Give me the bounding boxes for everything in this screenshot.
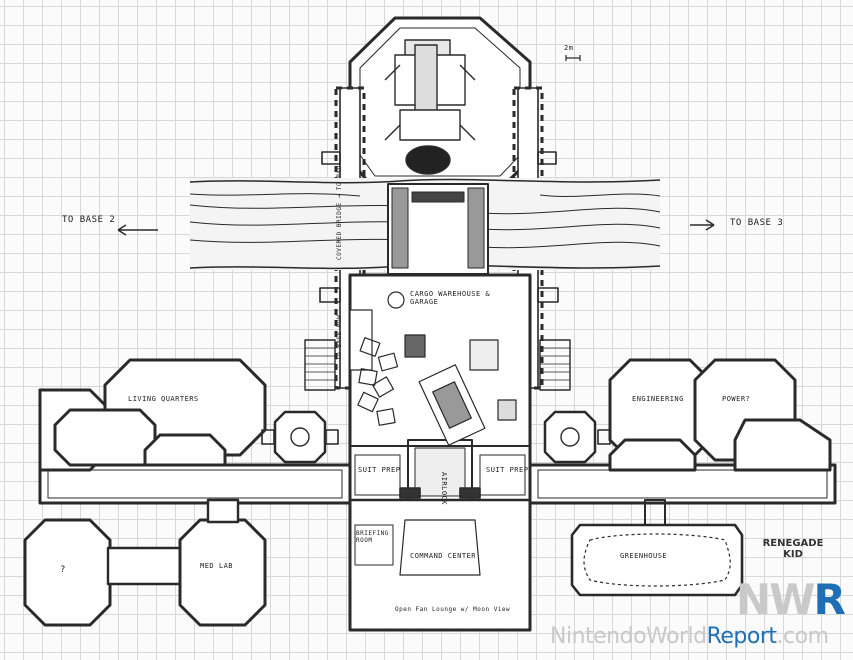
nwr-letter-w: W [769, 575, 815, 624]
site-word-1: Nintendo [550, 624, 647, 649]
label-scale: 2m [564, 44, 574, 52]
nwr-logo: NWR [736, 575, 846, 624]
studio-name-line1: RENEGADE [762, 538, 824, 549]
label-living-quarters: LIVING QUARTERS [128, 395, 199, 403]
scale-bar [565, 55, 581, 61]
lander-vehicle-icon [384, 39, 476, 175]
label-bridge-left: COVERED BRIDGE → TO PAD [336, 165, 343, 260]
label-cargo: CARGO WAREHOUSE & GARAGE [410, 290, 491, 306]
med-lab-wing [23, 498, 267, 627]
corridor-west [38, 463, 352, 505]
nwr-letter-n: N [736, 575, 771, 624]
access-tunnel [387, 183, 489, 275]
label-suit-prep-right: SUIT PREP [486, 466, 529, 474]
label-greenhouse: GREENHOUSE [620, 552, 668, 560]
site-word-4: .com [776, 624, 829, 649]
arrow-to-base-3 [690, 219, 715, 231]
bridge-hatch-left [321, 151, 341, 165]
label-power: POWER? [722, 395, 751, 403]
west-airlock [261, 410, 339, 464]
label-engineering: ENGINEERING [632, 395, 684, 403]
stairs-right [539, 339, 571, 391]
east-airlock [543, 410, 611, 464]
label-to-base-3: TO BASE 3 [730, 218, 784, 228]
engineering-power [608, 358, 832, 472]
label-to-base-2: TO BASE 2 [62, 215, 116, 225]
label-briefing-room: BRIEFING ROOM [356, 530, 389, 544]
nwr-letter-r: R [813, 575, 845, 624]
bridge-hatch-left-lower [319, 287, 341, 303]
site-word-2: World [646, 624, 707, 649]
arrow-to-base-2 [117, 224, 158, 236]
label-command-center: COMMAND CENTER [410, 552, 477, 560]
label-med-lab: MED LAB [200, 562, 234, 570]
label-unknown-room: ? [60, 565, 66, 575]
central-module [348, 273, 532, 632]
label-airlock: AIRLOCK [440, 472, 448, 506]
site-url: NintendoWorldReport.com [550, 624, 829, 650]
garage-vehicles-icon [357, 291, 517, 446]
renegade-kid-logo: RENEGADE KID [762, 538, 824, 560]
living-quarters [38, 358, 267, 472]
label-open-lounge: Open Fan Lounge w/ Moon View [395, 606, 511, 613]
greenhouse [570, 499, 744, 597]
label-suit-prep-left: SUIT PREP [358, 466, 401, 474]
site-word-3: Report [706, 624, 777, 649]
label-to-base-rear: TO BASE ROW [336, 314, 343, 360]
stairs-left [304, 339, 336, 391]
bridge-hatch-right [537, 151, 557, 165]
bridge-hatch-right-lower [537, 287, 559, 303]
studio-name-line2: KID [783, 549, 803, 560]
